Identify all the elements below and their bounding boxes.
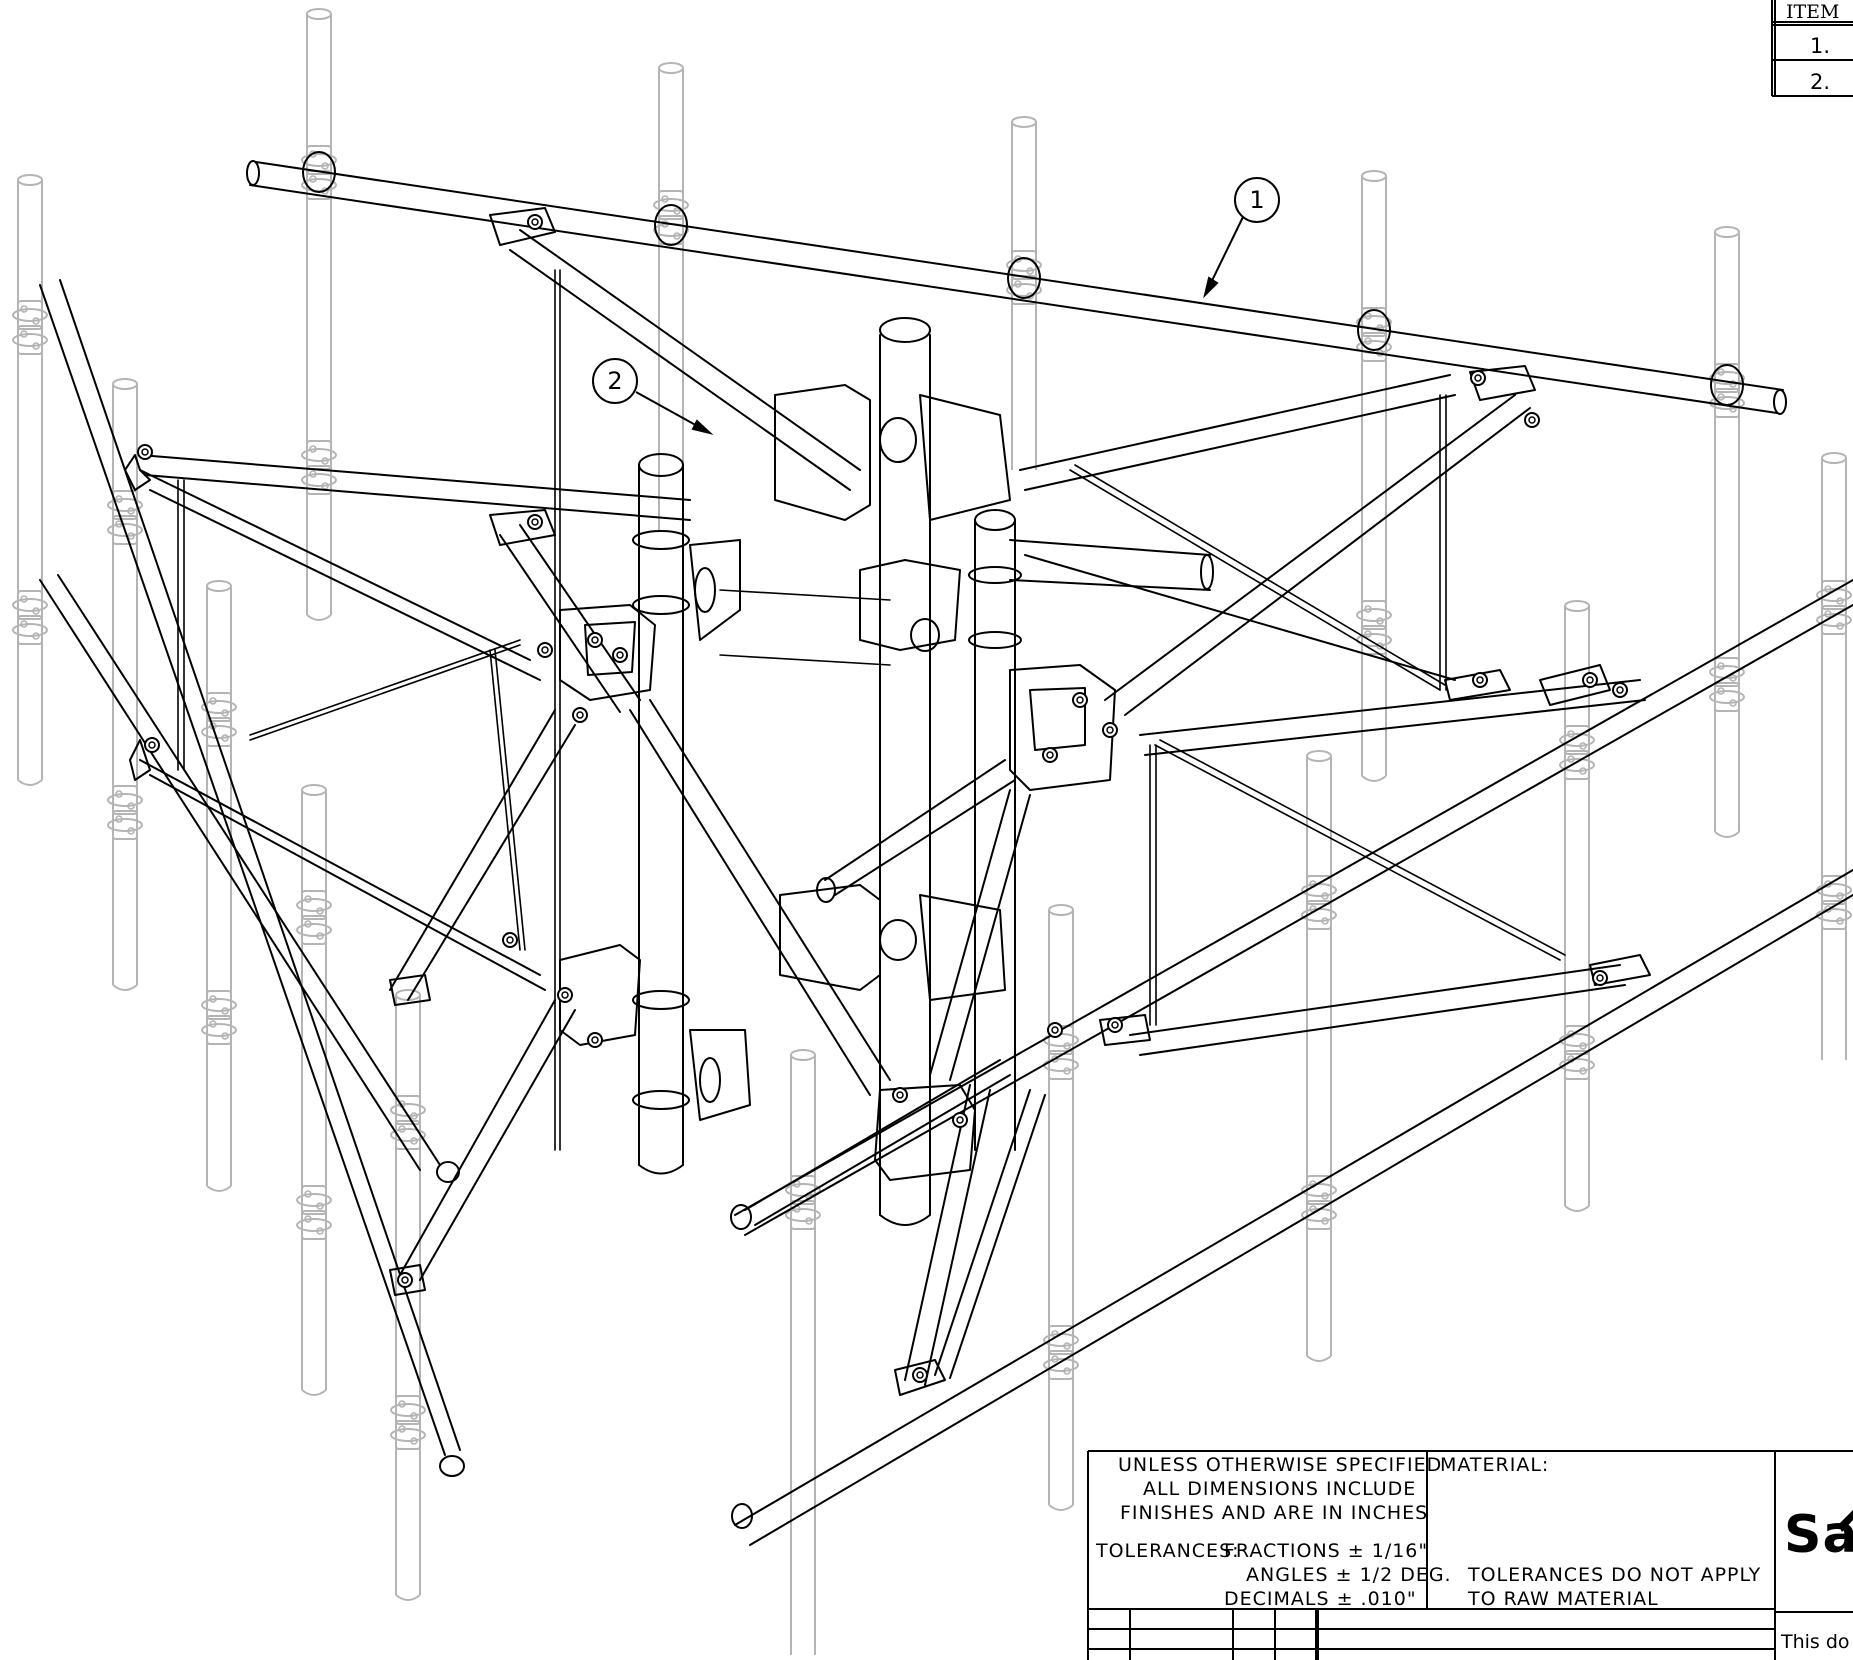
support-arm xyxy=(509,229,861,491)
ghost-pipe xyxy=(206,580,232,1192)
face-pipe-clamps xyxy=(302,151,1744,406)
ghost-antenna-pipes xyxy=(17,8,1847,1655)
left-face-pipe xyxy=(39,279,465,1477)
hub-bracket-top xyxy=(774,384,1011,521)
support-arm xyxy=(816,759,1016,903)
note-all-dimensions: ALL DIMENSIONS INCLUDE xyxy=(1143,1478,1417,1500)
ghost-pipe xyxy=(301,784,327,1396)
ghost-pipe xyxy=(1048,904,1074,1511)
face-end-plate xyxy=(124,207,1651,1396)
support-arm xyxy=(499,524,641,713)
material-note-line-2: TO RAW MATERIAL xyxy=(1468,1588,1659,1610)
support-arm xyxy=(1009,539,1214,591)
note-unless-specified: UNLESS OTHERWISE SPECIFIED xyxy=(1118,1454,1443,1476)
support-arm xyxy=(1019,374,1456,491)
right-hub-pipe xyxy=(974,509,1016,1151)
support-arm xyxy=(929,789,1031,1081)
support-arm xyxy=(389,709,576,1001)
ghost-pipe xyxy=(658,62,684,530)
hub-bracket-bottom xyxy=(689,1029,976,1181)
support-arm xyxy=(904,1084,991,1386)
tie-rods xyxy=(177,269,1566,1151)
support-arm xyxy=(139,759,546,991)
ghost-pipe xyxy=(112,378,138,991)
material-note-line-1: TOLERANCES DO NOT APPLY xyxy=(1468,1564,1762,1586)
tolerance-angles: ANGLES ± 1/2 DEG. xyxy=(1246,1564,1452,1586)
mount-frame xyxy=(39,151,1853,1546)
logo-mark xyxy=(1838,1510,1853,1532)
balloon-1 xyxy=(1203,177,1280,299)
ghost-pipe xyxy=(1714,226,1740,838)
ghost-pipe xyxy=(306,8,332,621)
left-lower-pipe xyxy=(39,574,460,1183)
bom-row-2-item: 2. xyxy=(1810,70,1831,94)
support-arm xyxy=(139,469,541,681)
ghost-pipe xyxy=(1306,750,1332,1362)
bom-row-1-item: 1. xyxy=(1810,34,1831,58)
tolerance-decimals: DECIMALS ± .010" xyxy=(1224,1588,1417,1610)
left-hub-pipe xyxy=(638,453,684,1175)
balloon-1-label: 1 xyxy=(1249,186,1265,214)
ghost-pipe xyxy=(790,1049,816,1655)
bolts xyxy=(137,214,1628,1383)
hub-pipe-clamps xyxy=(632,530,1022,1110)
hub-bracket-right xyxy=(1009,664,1116,791)
bom-table xyxy=(1771,0,1853,97)
document-notice: This do xyxy=(1781,1631,1850,1653)
ghost-pipe xyxy=(1821,452,1847,1060)
support-arm xyxy=(1024,554,1456,681)
support-arm xyxy=(1104,394,1531,716)
tolerance-fractions: FRACTIONS ± 1/16" xyxy=(1224,1540,1429,1562)
ghost-pipe xyxy=(17,174,43,786)
ghost-pipe xyxy=(1564,600,1590,1212)
hub-bracket-lower xyxy=(779,884,1006,1001)
balloon-2-label: 2 xyxy=(607,367,623,395)
support-arm xyxy=(629,699,891,1096)
support-arm xyxy=(399,999,576,1281)
balloon-2 xyxy=(592,358,714,435)
title-block xyxy=(1087,1450,1853,1660)
support-arm xyxy=(1129,964,1626,1056)
item-1-face-pipe xyxy=(246,160,1787,415)
right-face-pipe xyxy=(731,869,1853,1546)
material-label: MATERIAL: xyxy=(1440,1454,1550,1476)
support-arm xyxy=(1139,679,1646,756)
support-arm xyxy=(139,454,691,521)
tolerances-label: TOLERANCES: xyxy=(1096,1540,1240,1562)
hub-bracket-left xyxy=(559,604,656,701)
ghost-pipe xyxy=(1361,170,1387,782)
company-logo: Sa xyxy=(1784,1505,1853,1565)
hub-bracket-lower-left xyxy=(559,944,641,1046)
note-finishes-inches: FINISHES AND ARE IN INCHES xyxy=(1120,1502,1429,1524)
support-arm xyxy=(934,1089,1046,1379)
right-upper-pipe xyxy=(730,579,1853,1236)
bom-header-item: ITEM xyxy=(1786,1,1840,23)
center-mast xyxy=(879,317,931,1226)
hub-bracket-mid xyxy=(689,539,961,652)
